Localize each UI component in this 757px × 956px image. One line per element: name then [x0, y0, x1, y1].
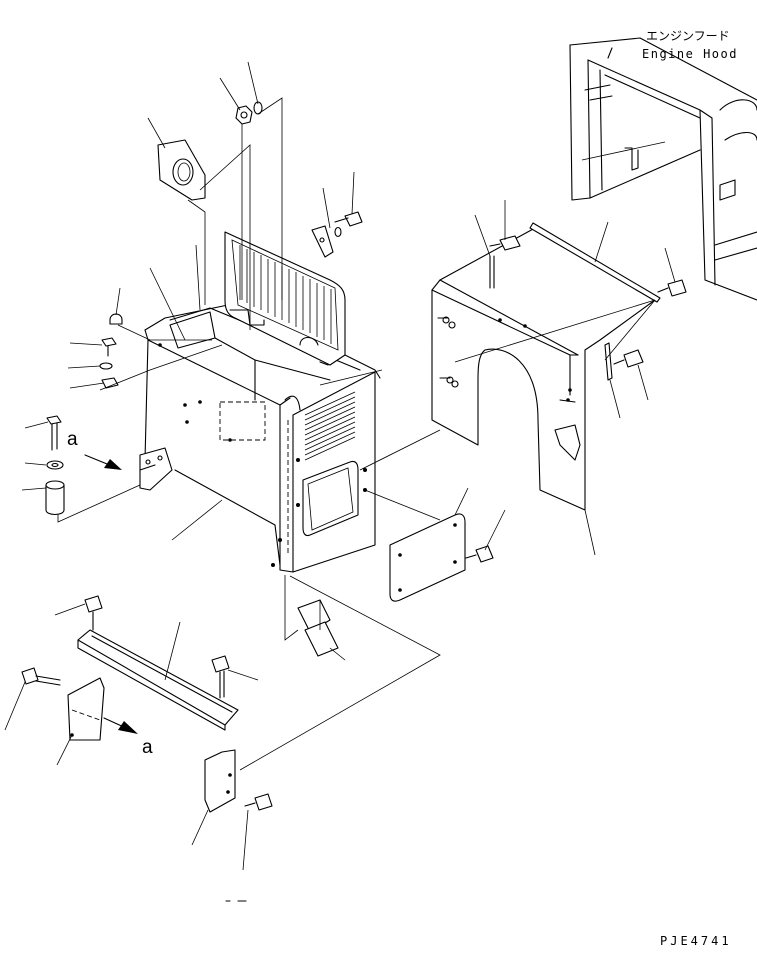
left-lower-bracket — [67, 677, 105, 741]
gasket-plate — [157, 139, 206, 201]
engine-hood-label-en: Engine Hood — [642, 47, 738, 61]
bottom-clip — [297, 599, 339, 657]
view-arrow-lower-label: a — [142, 737, 153, 758]
drawing-id: PJE4741 — [660, 934, 732, 948]
bolt-lower-bracket — [244, 793, 273, 811]
hinge-clip — [311, 211, 363, 258]
side-panel-right — [431, 227, 656, 511]
rivet-dots — [158, 343, 367, 567]
bolt-left-lower — [21, 667, 61, 686]
grille-lid — [224, 231, 346, 366]
assembly-lines — [57, 97, 656, 771]
undercover-plate — [77, 629, 239, 731]
bolt-undercover-top — [84, 595, 103, 631]
bolt-access-cover — [465, 545, 494, 563]
leader-lines — [4, 61, 676, 871]
bolt-washer-left-upper — [99, 337, 119, 389]
bolt-washer-spacer-left — [45, 415, 65, 516]
bolt-right-upper — [657, 279, 687, 297]
view-arrow-upper-label: a — [67, 429, 78, 450]
view-arrow-lower — [103, 717, 138, 734]
nut-and-washer — [235, 101, 263, 125]
main-cover-box — [144, 297, 381, 573]
bolt-right-middle — [604, 342, 644, 381]
engine-hood-label-jp: エンジンフード — [646, 29, 730, 43]
engine-hood — [569, 37, 757, 301]
top-rail-strip — [529, 222, 661, 303]
left-bracket — [139, 447, 173, 491]
view-arrow-upper — [84, 454, 122, 470]
knob — [109, 313, 123, 325]
access-cover-plate — [389, 513, 466, 602]
bolt-undercover-right — [211, 655, 230, 699]
lower-bracket — [204, 749, 236, 813]
